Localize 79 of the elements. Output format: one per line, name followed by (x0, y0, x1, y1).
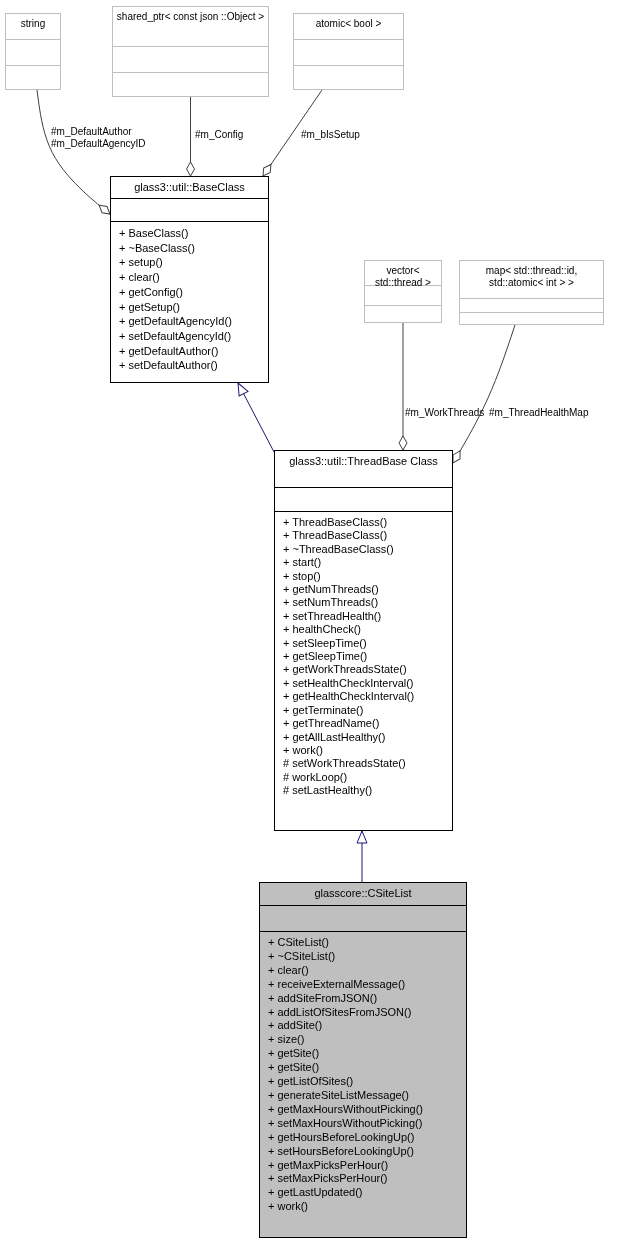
member-function: + getSleepTime() (282, 650, 369, 664)
member-function: + ~ThreadBaseClass() (282, 542, 395, 557)
member-function: + setHoursBeforeLookingUp() (267, 1144, 415, 1159)
member-function: + stop() (282, 569, 322, 584)
member-function: + getSite() (267, 1047, 321, 1062)
member-function: + setSleepTime() (282, 636, 368, 651)
class-name: glass3::util::ThreadBase Class (275, 451, 452, 488)
member-function: + ~CSiteList() (267, 949, 337, 964)
member-function: + getDefaultAuthor() (118, 343, 220, 359)
aggregation-line (452, 324, 516, 464)
class-box (5, 13, 61, 90)
member-function: # setLastHealthy() (282, 784, 374, 798)
class-name: vector< std::thread > (365, 261, 441, 286)
member-function: + BaseClass() (118, 226, 190, 241)
member-function: + getSite() (267, 1061, 321, 1076)
edge-label: #m_DefaultAuthor #m_DefaultAgencyID (50, 126, 147, 150)
member-function: + setHealthCheckInterval() (282, 676, 415, 691)
member-function: + ThreadBaseClass() (282, 516, 389, 530)
class-box (112, 6, 269, 97)
member-function: + getWorkThreadsState() (282, 663, 408, 677)
member-function: + clear() (267, 963, 310, 978)
member-function: + receiveExternalMessage() (267, 977, 407, 992)
member-function: + getHealthCheckInterval() (282, 690, 416, 704)
edge-label: #m_WorkThreads (404, 407, 484, 419)
member-function: + getAllLastHealthy() (282, 730, 387, 744)
member-function: + addSite() (267, 1019, 324, 1034)
member-function: + getTerminate() (282, 703, 365, 718)
member-function: + getListOfSites() (267, 1075, 355, 1089)
inheritance-arrow (356, 830, 368, 883)
member-function: + getDefaultAgencyId() (118, 314, 233, 329)
aggregation-line (36, 89, 111, 215)
class-box (110, 176, 269, 383)
class-box (459, 260, 604, 325)
class-box (364, 260, 442, 323)
edge-label: #m_ThreadHealthMap (488, 407, 590, 419)
member-function: + CSiteList() (267, 936, 330, 950)
aggregation-line (186, 96, 195, 177)
member-function: + healthCheck() (282, 623, 362, 637)
member-function: + setDefaultAuthor() (118, 358, 219, 374)
edge-label: #m_Config (194, 129, 245, 141)
member-function: + addSiteFromJSON() (267, 991, 379, 1006)
class-name: glasscore::CSiteList (260, 883, 466, 906)
member-function: + setNumThreads() (282, 596, 380, 610)
member-function: + size() (267, 1033, 306, 1048)
class-name: shared_ptr< const json ::Object > (113, 7, 268, 47)
member-function: + setDefaultAgencyId() (118, 328, 233, 344)
member-function: + getLastUpdated() (267, 1186, 364, 1201)
aggregation-line (398, 322, 408, 451)
edge-label: #m_bIsSetup (300, 129, 361, 141)
member-function: + getNumThreads() (282, 583, 380, 597)
member-function: + work() (282, 743, 325, 758)
member-function: + generateSiteListMessage() (267, 1088, 410, 1103)
member-function: + setMaxHoursWithoutPicking() (267, 1116, 424, 1131)
class-name: glass3::util::BaseClass (111, 177, 268, 199)
member-function: + getSetup() (118, 299, 181, 315)
class-box (293, 13, 404, 90)
member-function: + addListOfSitesFromJSON() (267, 1005, 413, 1020)
class-name: map< std::thread::id, std::atomic< int > > (460, 261, 603, 299)
member-function: + start() (282, 556, 323, 570)
member-function: + ThreadBaseClass() (282, 529, 389, 543)
member-function: + setMaxPicksPerHour() (267, 1172, 389, 1187)
member-function: + getMaxHoursWithoutPicking() (267, 1102, 424, 1117)
class-box (274, 450, 453, 831)
member-function: + work() (267, 1200, 310, 1215)
class-name: atomic< bool > (294, 14, 403, 40)
member-function: + setThreadHealth() (282, 609, 383, 624)
member-function: + clear() (118, 270, 161, 285)
aggregation-line (262, 89, 323, 177)
member-function: + ~BaseClass() (118, 240, 196, 256)
member-function: + setup() (118, 255, 164, 271)
member-function: # workLoop() (282, 770, 349, 785)
member-function: + getThreadName() (282, 717, 381, 731)
member-function: + getHoursBeforeLookingUp() (267, 1130, 416, 1145)
member-function: # setWorkThreadsState() (282, 757, 407, 771)
class-name: string (6, 14, 60, 40)
member-function: + getMaxPicksPerHour() (267, 1158, 390, 1173)
class-box (259, 882, 467, 1238)
member-function: + getConfig() (118, 284, 184, 300)
inheritance-arrow (237, 382, 275, 453)
